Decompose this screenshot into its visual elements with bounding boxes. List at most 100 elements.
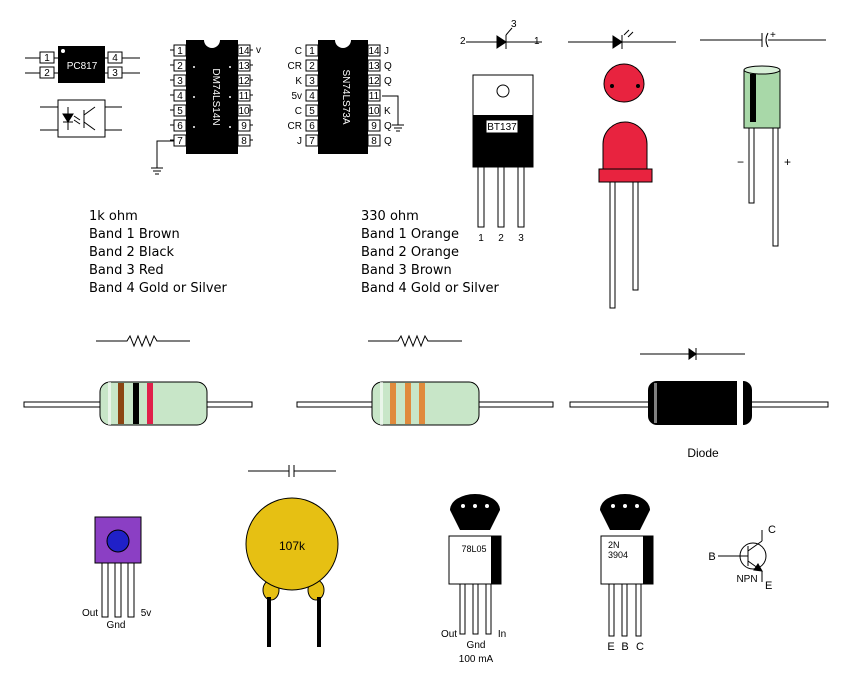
resistor-330-band-1: Band 1 Orange (361, 227, 459, 242)
resistor-330-symbol (368, 334, 462, 348)
resistor-1k (23, 381, 253, 426)
ic2-name-left-2: CR (288, 61, 302, 72)
capacitor-symbol: + (700, 30, 826, 48)
ceramic-cap-symbol (248, 465, 336, 477)
ic2-name-left-3: K (295, 76, 302, 87)
ic1-pin-left-2: 2 (177, 61, 183, 72)
ic2-pin-left-2: 2 (309, 61, 315, 72)
npn-base: B (708, 551, 715, 563)
transistor-label-2: 3904 (608, 550, 628, 560)
transistor-label-1: 2N (608, 540, 620, 550)
triac-pin-3: 3 (511, 19, 517, 30)
ic1-pin-right-7: 8 (241, 136, 247, 147)
bt137-pin-2: 2 (498, 233, 504, 244)
ic1-vcc-mark: v (256, 45, 261, 56)
regulator-pin-out: Out (441, 629, 457, 640)
ic2-pin-left-5: 5 (309, 106, 315, 117)
regulator-rating: 100 mA (459, 654, 494, 665)
npn-collector: C (768, 524, 776, 536)
diode-label: Diode (687, 446, 719, 460)
resistor-330-band-2: Band 2 Orange (361, 245, 459, 260)
ic1-pin-right-2: 13 (238, 61, 250, 72)
ic2-name-right-7: Q (384, 136, 392, 147)
ir-receiver: Out Gnd 5v (82, 516, 152, 631)
opto-pin-1: 1 (44, 53, 50, 64)
triac-symbol: 2 3 1 (460, 19, 542, 49)
opto-label: PC817 (67, 61, 98, 72)
ir-pin-5v: 5v (141, 608, 152, 619)
regulator-78l05: 78L05 Out Gnd In 100 mA (441, 494, 506, 665)
ic1-pin-left-4: 4 (177, 91, 183, 102)
ic1-pin-left-5: 5 (177, 106, 183, 117)
ic2-name-left-1: C (295, 46, 302, 57)
ic1-pin-right-1: 14 (238, 46, 250, 57)
ic2-pin-right-1: 14 (368, 46, 380, 57)
ic1-pin-left-6: 6 (177, 121, 183, 132)
ic2-pin-right-7: 8 (371, 136, 377, 147)
resistor-330-band-3: Band 3 Brown (361, 263, 452, 278)
ic2-name-right-3: Q (384, 76, 392, 87)
ic1-pin-right-4: 11 (239, 91, 250, 102)
npn-emitter: E (765, 580, 772, 592)
regulator-label: 78L05 (461, 544, 486, 554)
ic2-pin-left-4: 4 (309, 91, 315, 102)
ic1-label: DM74LS14N (210, 68, 221, 125)
ic2-name-right-5: K (384, 106, 391, 117)
ic2-ground (382, 95, 404, 132)
bt137-pin-3: 3 (518, 233, 524, 244)
ic2-pin-left-3: 3 (309, 76, 315, 87)
resistor-1k-band-3: Band 3 Red (89, 263, 164, 278)
ic2-pin-right-4: 11 (369, 91, 380, 102)
ceramic-capacitor: 107k (245, 497, 339, 647)
triac-pin-1: 1 (534, 36, 540, 47)
resistor-330-notes: 330 ohm Band 1 Orange Band 2 Orange Band… (361, 208, 499, 298)
ceramic-cap-label: 107k (279, 539, 306, 553)
regulator-pin-gnd: Gnd (467, 640, 486, 651)
resistor-1k-band-4: Band 4 Gold or Silver (89, 281, 227, 296)
cap-symbol-plus: + (770, 30, 776, 41)
resistor-330 (296, 381, 554, 426)
ic2-pin-right-5: 10 (368, 106, 380, 117)
led-symbol (568, 29, 676, 49)
ic2-pin-left-1: 1 (309, 46, 315, 57)
ir-pin-gnd: Gnd (107, 620, 126, 631)
opto-pin-4: 4 (112, 53, 118, 64)
resistor-1k-notes: 1k ohm Band 1 Brown Band 2 Black Band 3 … (89, 208, 227, 298)
resistor-1k-value: 1k ohm (89, 209, 138, 224)
ic1-pin-right-6: 9 (241, 121, 247, 132)
ic2-name-right-6: Q (384, 121, 392, 132)
opto-pin-3: 3 (112, 68, 118, 79)
ic2-pin-right-3: 12 (368, 76, 380, 87)
diode: Diode (569, 381, 829, 460)
ic1-pin-right-3: 12 (238, 76, 250, 87)
ic2-pin-right-6: 9 (371, 121, 377, 132)
ic2-pin-left-7: 7 (309, 136, 315, 147)
triac-label: BT137 (487, 122, 517, 133)
resistor-330-band-4: Band 4 Gold or Silver (361, 281, 499, 296)
regulator-pin-in: In (498, 629, 506, 640)
led-red (598, 63, 653, 309)
cap-minus-lead: − (737, 155, 744, 169)
triac-pin-2: 2 (460, 36, 466, 47)
transistor-pin-c: C (636, 641, 644, 653)
ic2-name-right-1: J (384, 46, 389, 57)
resistor-1k-band-2: Band 2 Black (89, 245, 175, 260)
ic2-label: SN74LS73A (340, 69, 351, 124)
npn-symbol: B C E NPN (708, 524, 776, 592)
ic1-pin-left-3: 3 (177, 76, 183, 87)
optocoupler-pc817: 1 2 4 3 PC817 (25, 46, 140, 83)
bt137-pin-1: 1 (478, 233, 484, 244)
ic1-extra: v (151, 45, 261, 175)
ic2-name-left-5: C (295, 106, 302, 117)
resistor-1k-symbol (96, 334, 190, 348)
ic2-name-left-7: J (297, 136, 302, 147)
optocoupler-symbol (40, 99, 122, 138)
resistor-1k-band-1: Band 1 Brown (89, 227, 180, 242)
ic2-name-right-2: Q (384, 61, 392, 72)
ic1-pin-right-5: 10 (238, 106, 250, 117)
transistor-pin-b: B (621, 641, 628, 653)
npn-type: NPN (736, 574, 757, 585)
